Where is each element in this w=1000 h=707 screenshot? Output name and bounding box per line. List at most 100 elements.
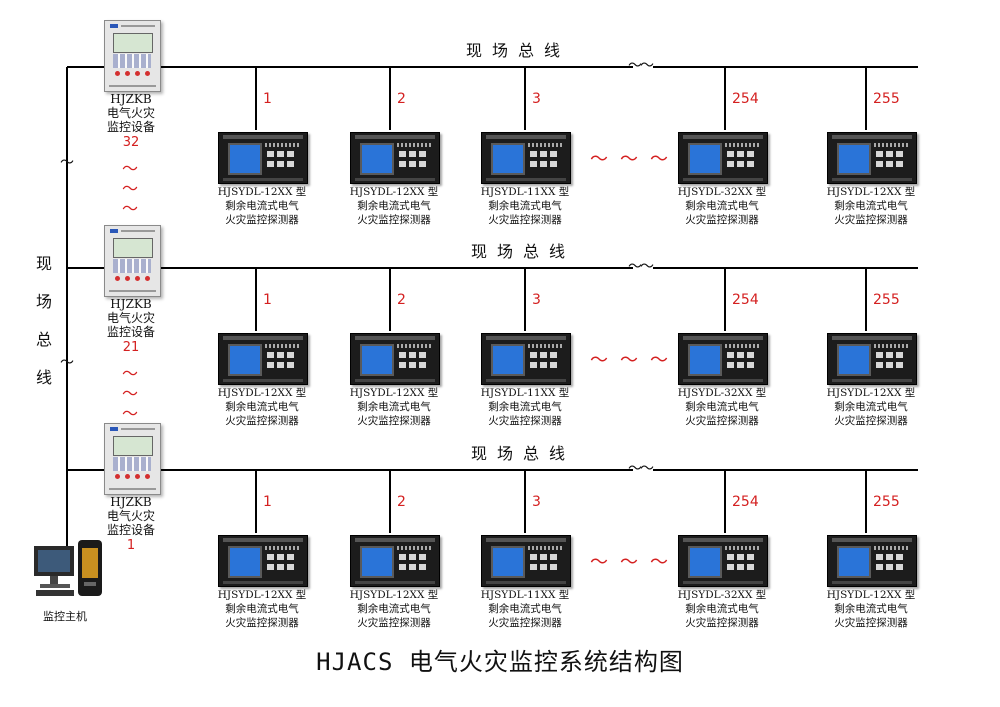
detector-caption: HJSYDL-32XX 型剩余电流式电气火灾监控探测器: [667, 185, 777, 227]
bus-break-gap: [633, 64, 653, 70]
detector-caption: HJSYDL-12XX 型剩余电流式电气火灾监控探测器: [816, 588, 926, 630]
vertical-bus-char: 现: [35, 254, 52, 273]
detector-desc-line: 火灾监控探测器: [834, 214, 908, 226]
bus-label: 现场总线: [471, 444, 576, 463]
detector-caption: HJSYDL-12XX 型剩余电流式电气火灾监控探测器: [207, 386, 317, 428]
detector-caption: HJSYDL-32XX 型剩余电流式电气火灾监控探测器: [667, 588, 777, 630]
detector-desc-line: 剩余电流式电气: [225, 401, 299, 413]
device-address: 255: [873, 292, 900, 308]
detector-caption: HJSYDL-12XX 型剩余电流式电气火灾监控探测器: [207, 588, 317, 630]
cabinet-caption-line: 电气火灾: [106, 106, 155, 120]
detector-caption: HJSYDL-12XX 型剩余电流式电气火灾监控探测器: [339, 185, 449, 227]
detector-device-icon: [350, 333, 440, 385]
detector-desc-line: 剩余电流式电气: [488, 401, 562, 413]
detector-device-icon: [827, 333, 917, 385]
detector-device-icon: [350, 535, 440, 587]
device-address: 3: [532, 292, 541, 308]
detector-caption: HJSYDL-12XX 型剩余电流式电气火灾监控探测器: [207, 185, 317, 227]
cabinet-chain-mark: ～: [122, 199, 139, 218]
detector-device-icon: [678, 132, 768, 184]
host-label: 监控主机: [43, 610, 87, 623]
break-mark: ～: [60, 155, 74, 171]
detector-desc-line: 火灾监控探测器: [357, 214, 431, 226]
detector-model: HJSYDL-12XX 型: [349, 387, 439, 399]
cabinet-caption-line: HJZKB: [110, 495, 152, 509]
detector-model: HJSYDL-32XX 型: [677, 186, 767, 198]
detector-desc-line: 剩余电流式电气: [357, 200, 431, 212]
detector-caption: HJSYDL-12XX 型剩余电流式电气火灾监控探测器: [339, 588, 449, 630]
detector-desc-line: 火灾监控探测器: [357, 617, 431, 629]
detector-desc-line: 剩余电流式电气: [834, 200, 908, 212]
detector-caption: HJSYDL-11XX 型剩余电流式电气火灾监控探测器: [470, 386, 580, 428]
detector-desc-line: 火灾监控探测器: [225, 617, 299, 629]
page-title: HJACS 电气火灾监控系统结构图: [316, 648, 684, 676]
cabinet-chain-mark: ～: [122, 179, 139, 198]
detector-desc-line: 火灾监控探测器: [834, 415, 908, 427]
device-address: 2: [397, 91, 406, 107]
detector-desc-line: 火灾监控探测器: [685, 214, 759, 226]
bus-break-gap: [633, 467, 653, 473]
detector-desc-line: 剩余电流式电气: [357, 401, 431, 413]
device-address: 254: [732, 494, 759, 510]
device-address: 255: [873, 91, 900, 107]
detector-device-icon: [481, 535, 571, 587]
detector-desc-line: 火灾监控探测器: [488, 617, 562, 629]
vertical-bus-char: 场: [35, 292, 52, 311]
detector-desc-line: 剩余电流式电气: [488, 200, 562, 212]
cabinet-number: 21: [122, 340, 140, 355]
detector-desc-line: 火灾监控探测器: [488, 214, 562, 226]
detector-device-icon: [678, 535, 768, 587]
device-ellipsis: ～～～: [590, 350, 680, 371]
cabinet-caption-line: 电气火灾: [106, 509, 155, 523]
detector-desc-line: 剩余电流式电气: [685, 603, 759, 615]
detector-device-icon: [481, 333, 571, 385]
vertical-bus-char: 线: [35, 368, 52, 387]
detector-desc-line: 剩余电流式电气: [488, 603, 562, 615]
detector-model: HJSYDL-11XX 型: [480, 387, 570, 399]
detector-device-icon: [827, 132, 917, 184]
detector-desc-line: 火灾监控探测器: [357, 415, 431, 427]
device-address: 1: [263, 91, 272, 107]
bus-break-mark: ～～: [628, 58, 654, 74]
bus-break-mark: ～～: [628, 461, 654, 477]
device-address: 3: [532, 91, 541, 107]
monitoring-cabinet-icon: [104, 20, 161, 92]
computer-host-icon: [34, 538, 104, 606]
detector-model: HJSYDL-12XX 型: [349, 589, 439, 601]
detector-desc-line: 剩余电流式电气: [685, 200, 759, 212]
cabinet-number: 1: [126, 538, 136, 553]
detector-model: HJSYDL-12XX 型: [217, 186, 307, 198]
break-mark: ～: [60, 355, 74, 371]
detector-model: HJSYDL-12XX 型: [826, 387, 916, 399]
cabinet-chain-mark: ～: [122, 159, 139, 178]
vertical-bus-label: 现 场 总 线: [33, 253, 55, 405]
detector-desc-line: 火灾监控探测器: [225, 214, 299, 226]
detector-model: HJSYDL-12XX 型: [217, 589, 307, 601]
bus-label: 现场总线: [471, 242, 576, 261]
detector-device-icon: [481, 132, 571, 184]
detector-model: HJSYDL-11XX 型: [480, 186, 570, 198]
bus-label: 现场总线: [466, 41, 571, 60]
detector-model: HJSYDL-32XX 型: [677, 589, 767, 601]
cabinet-caption-line: 监控设备: [106, 120, 155, 134]
detector-model: HJSYDL-32XX 型: [677, 387, 767, 399]
detector-desc-line: 火灾监控探测器: [225, 415, 299, 427]
detector-model: HJSYDL-12XX 型: [826, 589, 916, 601]
cabinet-caption-line: 电气火灾: [106, 311, 155, 325]
detector-caption: HJSYDL-11XX 型剩余电流式电气火灾监控探测器: [470, 185, 580, 227]
detector-device-icon: [678, 333, 768, 385]
detector-caption: HJSYDL-11XX 型剩余电流式电气火灾监控探测器: [470, 588, 580, 630]
cabinet-chain-mark: ～: [122, 404, 139, 423]
device-address: 1: [263, 494, 272, 510]
monitoring-cabinet-icon: [104, 225, 161, 297]
detector-caption: HJSYDL-12XX 型剩余电流式电气火灾监控探测器: [816, 386, 926, 428]
vertical-bus-char: 总: [35, 330, 52, 349]
cabinet-caption-line: 监控设备: [106, 325, 155, 339]
detector-caption: HJSYDL-12XX 型剩余电流式电气火灾监控探测器: [339, 386, 449, 428]
detector-desc-line: 火灾监控探测器: [488, 415, 562, 427]
device-address: 3: [532, 494, 541, 510]
detector-desc-line: 剩余电流式电气: [834, 603, 908, 615]
